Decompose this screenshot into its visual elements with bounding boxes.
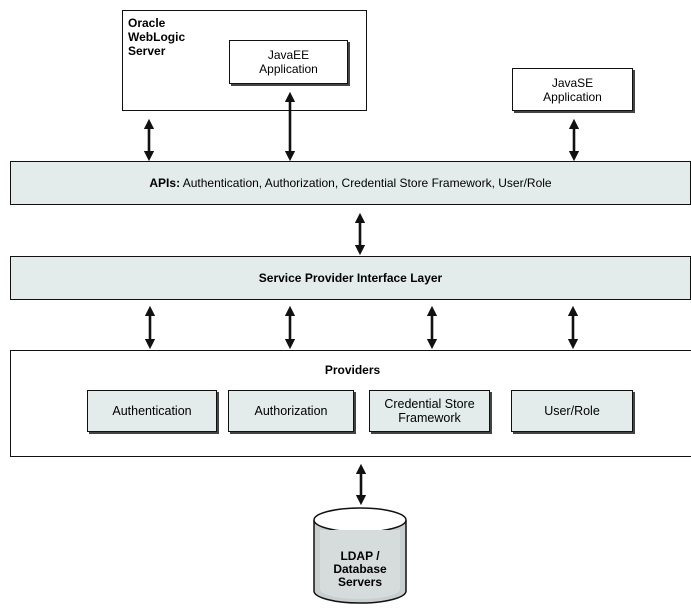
javase-label-line-1: JavaSE <box>551 75 594 90</box>
spi-layer-title: Service Provider Interface Layer <box>258 271 443 285</box>
provider-credential-store-line-1: Credential Store <box>384 397 475 411</box>
weblogic-title-line-1: Oracle <box>128 16 166 30</box>
database-label-line-2: Database <box>333 562 387 576</box>
providers-title: Providers <box>324 363 381 377</box>
provider-authorization-label: Authorization <box>254 404 328 418</box>
api-layer-prefix: APIs: <box>149 176 181 190</box>
provider-authentication: Authentication <box>87 390 217 432</box>
provider-user-role-label: User/Role <box>544 404 600 418</box>
weblogic-server-title: Oracle WebLogic Server <box>128 16 228 58</box>
api-layer-text: Authentication, Authorization, Credentia… <box>180 176 552 190</box>
javaee-application-box: JavaEE Application <box>229 40 348 84</box>
provider-authentication-label: Authentication <box>112 404 192 418</box>
spi-layer-bar: Service Provider Interface Layer <box>10 256 691 300</box>
javaee-label-line-1: JavaEE <box>267 48 310 62</box>
api-layer-bar: APIs: Authentication, Authorization, Cre… <box>10 161 691 205</box>
provider-authorization: Authorization <box>228 390 354 432</box>
provider-user-role: User/Role <box>511 390 633 432</box>
javase-label-line-2: Application <box>543 89 602 104</box>
database-label-line-3: Servers <box>337 575 383 589</box>
database-label: LDAP / Database Servers <box>314 550 406 589</box>
weblogic-title-line-3: Server <box>128 44 166 58</box>
database-cylinder-icon <box>313 507 407 604</box>
provider-credential-store: Credential Store Framework <box>369 390 490 432</box>
javase-application-box: JavaSE Application <box>512 68 633 111</box>
provider-credential-store-line-2: Framework <box>398 411 461 425</box>
weblogic-title-line-2: WebLogic <box>128 30 186 44</box>
database-label-line-1: LDAP / <box>340 549 380 563</box>
javaee-label-line-2: Application <box>259 62 318 76</box>
